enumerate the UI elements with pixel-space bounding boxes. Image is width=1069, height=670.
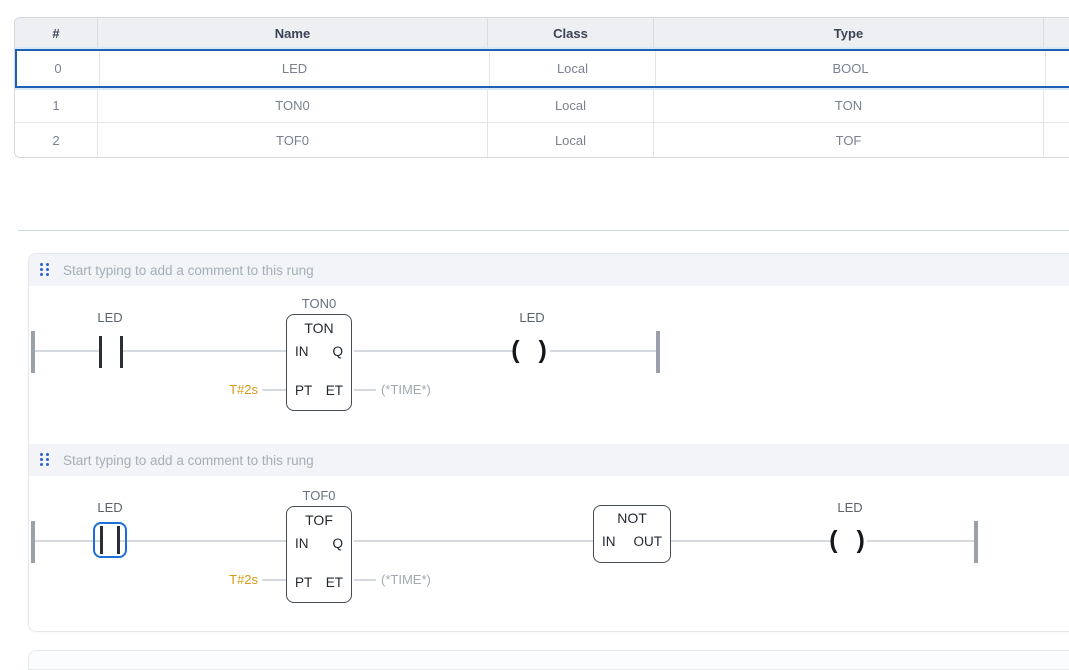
wire xyxy=(35,540,93,542)
wire xyxy=(120,540,125,542)
wire xyxy=(550,350,656,352)
pin-et[interactable]: ET xyxy=(325,383,343,398)
section-divider xyxy=(18,230,1069,231)
cell-index[interactable]: 1 xyxy=(15,88,98,122)
table-header-row: # Name Class Type xyxy=(15,18,1069,49)
rung-comment-input[interactable]: Start typing to add a comment to this ru… xyxy=(63,262,314,278)
block-title: TOF xyxy=(305,512,333,528)
pin-in[interactable]: IN xyxy=(602,534,616,549)
left-power-rail xyxy=(31,521,35,563)
wire xyxy=(95,540,100,542)
right-power-rail xyxy=(656,331,660,373)
et-type-comment: (*TIME*) xyxy=(381,572,431,587)
pin-in[interactable]: IN xyxy=(295,536,309,551)
pin-out[interactable]: OUT xyxy=(633,534,663,549)
left-power-rail xyxy=(31,331,35,373)
block-title: TON xyxy=(304,320,334,336)
coil-label: LED xyxy=(837,500,863,515)
cell-type[interactable]: TON xyxy=(654,88,1044,122)
rung-comment-bar: Start typing to add a comment to this ru… xyxy=(29,254,1069,286)
cell-name[interactable]: LED xyxy=(100,51,490,86)
table-row[interactable]: 2 TOF0 Local TOF xyxy=(15,123,1069,157)
header-cell-index: # xyxy=(15,18,98,49)
pin-q[interactable]: Q xyxy=(332,344,343,359)
rung-2-canvas: LED TOF0 TOF IN Q PT ET T#2s (*TIME*) NO… xyxy=(29,476,1069,631)
not-block[interactable]: NOT IN OUT xyxy=(593,505,671,563)
cell-extra[interactable] xyxy=(1044,88,1069,122)
cell-name[interactable]: TOF0 xyxy=(98,123,488,157)
wire xyxy=(262,389,286,391)
wire xyxy=(354,389,376,391)
cell-extra[interactable] xyxy=(1044,123,1069,157)
next-rung-card xyxy=(28,650,1069,670)
pin-pt[interactable]: PT xyxy=(295,575,313,590)
cell-class[interactable]: Local xyxy=(488,123,654,157)
pt-literal[interactable]: T#2s xyxy=(229,382,258,397)
pt-literal[interactable]: T#2s xyxy=(229,572,258,587)
cell-type[interactable]: BOOL xyxy=(656,51,1046,86)
header-cell-class: Class xyxy=(488,18,654,49)
wire xyxy=(35,350,99,352)
coil[interactable]: ( ) xyxy=(829,526,871,554)
contact[interactable] xyxy=(99,336,102,368)
cell-class[interactable]: Local xyxy=(488,88,654,122)
wire xyxy=(127,540,286,542)
timer-block-ton[interactable]: TON IN Q PT ET xyxy=(286,314,352,411)
wire xyxy=(354,350,516,352)
cell-type[interactable]: TOF xyxy=(654,123,1044,157)
cell-index[interactable]: 0 xyxy=(17,51,100,86)
wire xyxy=(354,579,376,581)
table-row[interactable]: 1 TON0 Local TON xyxy=(15,88,1069,123)
header-cell-name: Name xyxy=(98,18,488,49)
pin-in[interactable]: IN xyxy=(295,344,309,359)
cell-name[interactable]: TON0 xyxy=(98,88,488,122)
contact[interactable] xyxy=(117,526,120,554)
header-cell-type: Type xyxy=(654,18,1044,49)
cell-class[interactable]: Local xyxy=(490,51,656,86)
pin-pt[interactable]: PT xyxy=(295,383,313,398)
wire xyxy=(671,540,834,542)
wire xyxy=(262,579,286,581)
coil[interactable]: ( ) xyxy=(511,336,553,364)
drag-handle-icon[interactable] xyxy=(40,263,50,277)
coil-label: LED xyxy=(519,310,545,325)
cell-extra[interactable] xyxy=(1046,51,1069,86)
wire xyxy=(123,350,286,352)
pin-et[interactable]: ET xyxy=(325,575,343,590)
rung-1-canvas: LED TON0 TON IN Q PT ET T#2s (*TIME*) LE… xyxy=(29,286,1069,444)
pin-q[interactable]: Q xyxy=(332,536,343,551)
header-cell-extra xyxy=(1044,18,1069,49)
contact-label: LED xyxy=(97,310,123,325)
wire xyxy=(354,540,593,542)
block-instance-label: TON0 xyxy=(301,296,337,311)
rung-comment-input[interactable]: Start typing to add a comment to this ru… xyxy=(63,452,314,468)
table-row[interactable]: 0 LED Local BOOL xyxy=(15,49,1069,88)
right-power-rail xyxy=(974,521,978,563)
variables-table: # Name Class Type 0 LED Local BOOL 1 TON… xyxy=(14,17,1069,158)
drag-handle-icon[interactable] xyxy=(40,453,50,467)
contact[interactable] xyxy=(100,526,103,554)
timer-block-tof[interactable]: TOF IN Q PT ET xyxy=(286,506,352,603)
cell-index[interactable]: 2 xyxy=(15,123,98,157)
et-type-comment: (*TIME*) xyxy=(381,382,431,397)
wire xyxy=(867,540,974,542)
rung-comment-bar: Start typing to add a comment to this ru… xyxy=(29,444,1069,476)
contact-label: LED xyxy=(97,500,123,515)
ladder-editor-card: Start typing to add a comment to this ru… xyxy=(28,253,1069,632)
block-title: NOT xyxy=(617,510,647,526)
contact[interactable] xyxy=(120,336,123,368)
block-instance-label: TOF0 xyxy=(302,488,336,503)
